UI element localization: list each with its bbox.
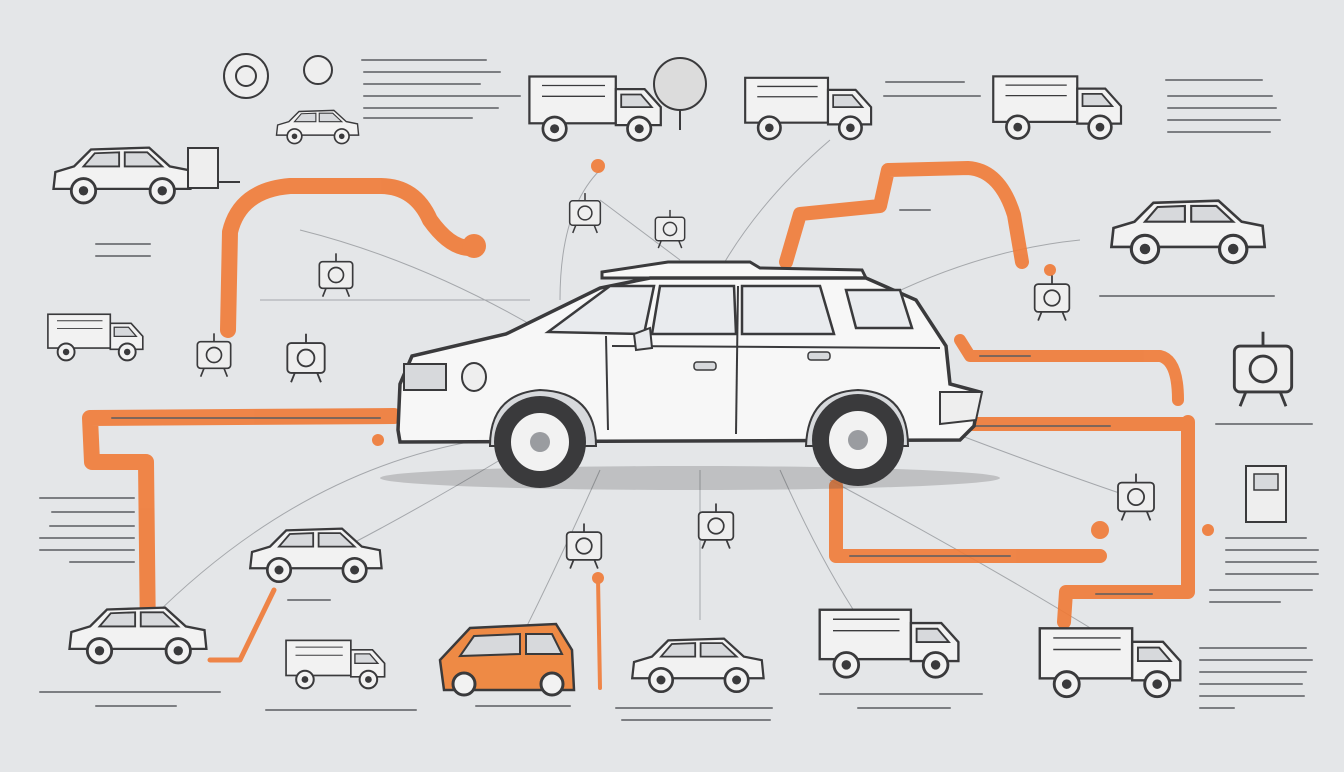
pipe-left-mid [82, 408, 402, 648]
suv-icon [380, 260, 1000, 490]
orange-minivan-icon [438, 622, 576, 697]
sports-car-icon [248, 526, 384, 584]
sedan-icon [1109, 198, 1267, 265]
pipe-top-left [220, 178, 478, 338]
tow-truck-icon [527, 74, 663, 142]
connector-lines [149, 139, 1141, 641]
pipe-right-upper [954, 334, 1184, 406]
utility-truck-icon [46, 312, 145, 362]
pipe-bottom-center [596, 576, 602, 690]
pickup-truck-icon [991, 74, 1123, 140]
tractor-icon [284, 639, 386, 690]
gauge-icon [223, 53, 269, 99]
hatchback-with-equipment-icon [51, 146, 240, 205]
pipe-right-lower [829, 415, 1195, 629]
round-gauge-icon [653, 57, 707, 130]
sketch-annotations [39, 59, 1319, 721]
workshop-cart-icon [275, 55, 360, 145]
station-wagon-icon [630, 637, 766, 694]
box-truck-icon [818, 608, 960, 679]
compact-car-icon [67, 606, 208, 665]
pipe-bottom-left [207, 587, 277, 663]
pipe-top-right [779, 161, 1029, 269]
fuel-pump-icon [1245, 465, 1287, 523]
nodes [46, 53, 1294, 699]
pickup-truck-icon [1038, 626, 1182, 699]
orange-pipes [82, 159, 1214, 690]
service-van-icon [743, 76, 873, 141]
